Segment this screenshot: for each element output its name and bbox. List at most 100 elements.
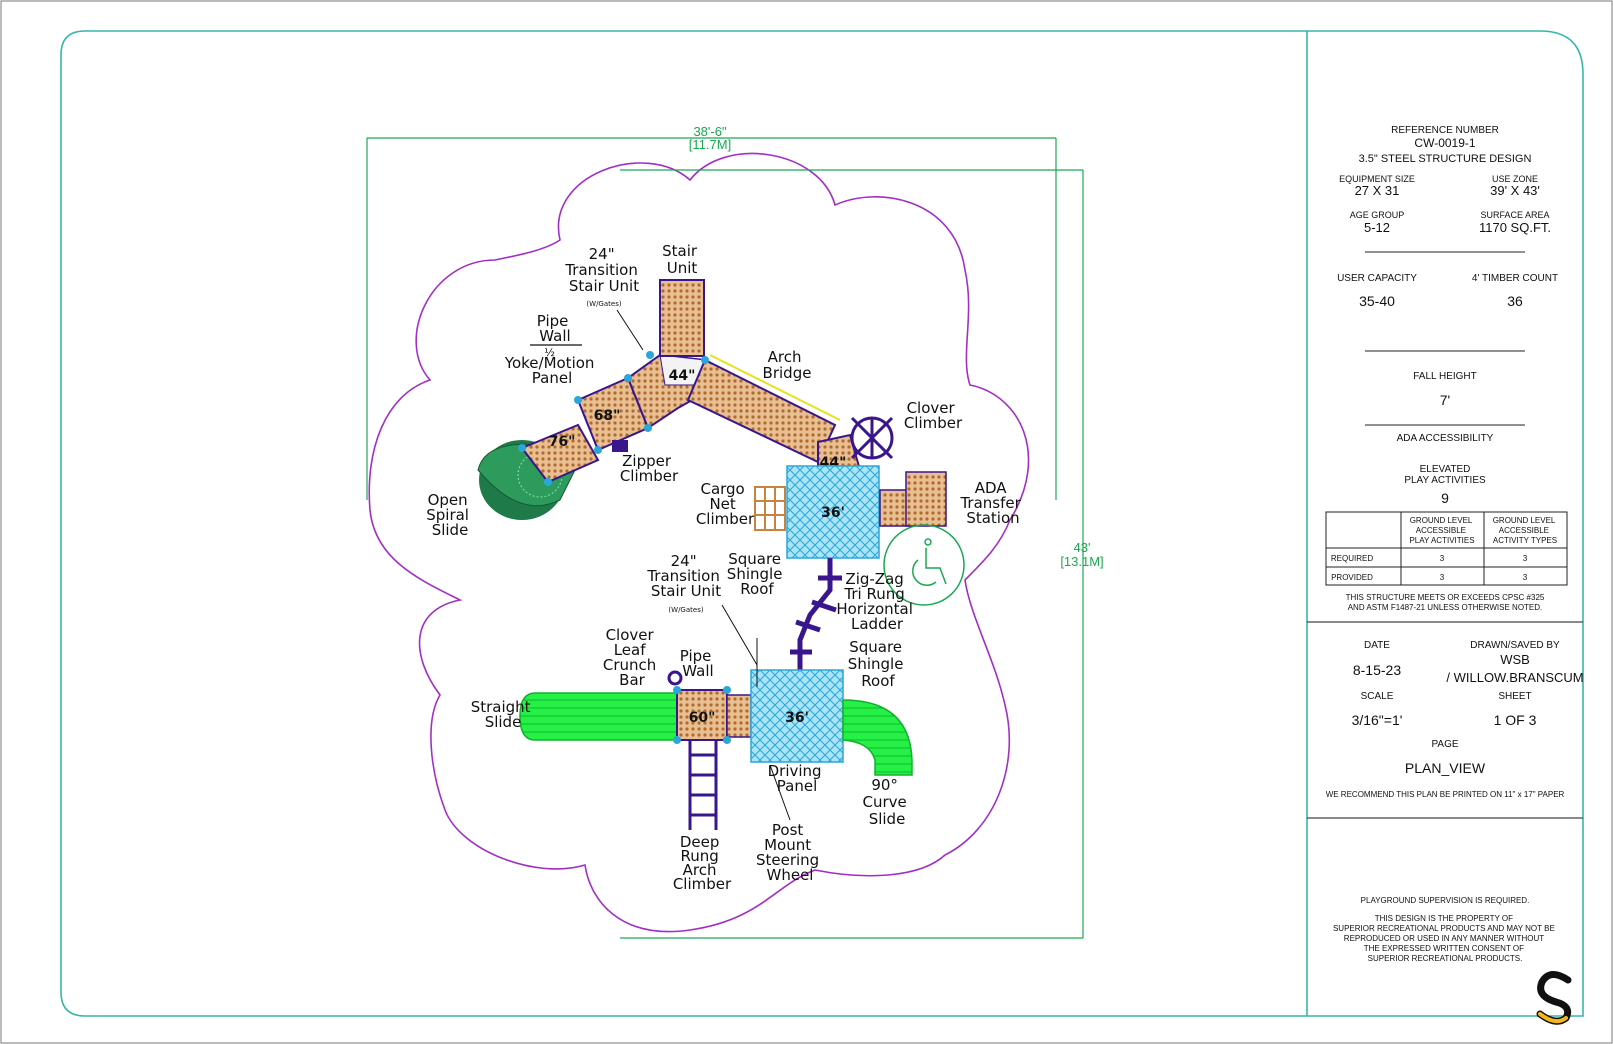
ada-transfer-station	[879, 471, 947, 527]
platform-44-top-label: 44"	[669, 368, 696, 384]
platform-36-bottom-label: 36'	[785, 710, 809, 726]
depth-dimension-label: 43'	[1074, 540, 1091, 555]
post-caps	[518, 351, 731, 744]
width-dimension-label: 38'-6"	[693, 124, 727, 139]
ada-accessible-icon	[883, 524, 965, 606]
square-roof-bottom: 36'	[750, 669, 844, 763]
zigzag-ladder	[790, 558, 842, 670]
structure-design: 3.5" STEEL STRUCTURE DESIGN	[1359, 153, 1532, 165]
drawn-by-label: DRAWN/SAVED BY	[1470, 640, 1560, 651]
ada-accessibility-label: ADA ACCESSIBILITY	[1397, 433, 1494, 444]
label-transition-stair-1-note: (W/Gates)	[586, 300, 621, 308]
user-capacity-value: 35-40	[1359, 293, 1395, 309]
clover-climber	[850, 416, 894, 460]
width-dimension	[366, 137, 1057, 500]
drawing-border	[60, 30, 1584, 1017]
fall-height-value: 7'	[1440, 392, 1450, 408]
property-notice: THIS DESIGN IS THE PROPERTY OF SUPERIOR …	[1333, 914, 1557, 963]
label-curve-slide: 90° Curve Slide	[862, 776, 911, 828]
platform-76: 76"	[520, 423, 600, 484]
label-square-roof-1: Square Shingle Roof	[727, 550, 787, 598]
table-col2-header: GROUND LEVEL ACCESSIBLE ACTIVITY TYPES	[1493, 516, 1558, 545]
elevated-value: 9	[1441, 490, 1449, 506]
platform-68-label: 68"	[594, 408, 621, 424]
platform-60: 60"	[676, 689, 728, 741]
sheet-label: SHEET	[1498, 691, 1531, 702]
depth-dimension	[620, 169, 1084, 939]
depth-dimension-metric: [13.1M]	[1060, 554, 1103, 569]
reference-number-label: REFERENCE NUMBER	[1391, 125, 1499, 136]
use-zone-label: USE ZONE	[1492, 174, 1538, 184]
elevated-label-2: PLAY ACTIVITIES	[1404, 475, 1486, 486]
page-label: PAGE	[1431, 739, 1458, 750]
label-ada-transfer: ADA Transfer Station	[959, 479, 1025, 527]
scale-label: SCALE	[1361, 691, 1394, 702]
surface-area-value: 1170 SQ.FT.	[1479, 220, 1551, 235]
scale-value: 3/16"=1'	[1352, 712, 1403, 728]
use-zone-value: 39' X 43'	[1490, 183, 1540, 198]
fall-height-label: FALL HEIGHT	[1413, 371, 1477, 382]
age-group-label: AGE GROUP	[1350, 210, 1405, 220]
sheet-value: 1 OF 3	[1494, 712, 1537, 728]
drawn-by-value-2: / WILLOW.BRANSCUM	[1446, 670, 1583, 685]
timber-count-value: 36	[1507, 293, 1523, 309]
stair-unit	[659, 279, 705, 357]
label-transition-stair-1: 24" Transition Stair Unit	[564, 245, 642, 295]
label-steering-wheel: Post Mount Steering Wheel	[756, 821, 824, 884]
table-cell: 3	[1440, 554, 1445, 563]
use-zone-outline	[368, 152, 1030, 933]
label-transition-stair-2-note: (W/Gates)	[668, 606, 703, 614]
table-cell: 3	[1440, 573, 1445, 582]
drawn-by-value-1: WSB	[1500, 652, 1530, 667]
label-transition-stair-2: 24" Transition Stair Unit	[646, 552, 724, 600]
label-open-spiral-slide: Open Spiral Slide	[426, 491, 474, 539]
width-dimension-metric: [11.7M]	[689, 137, 731, 152]
reference-number-value: CW-0019-1	[1414, 136, 1475, 150]
label-zipper-climber: Zipper Climber	[620, 452, 679, 485]
platform-60-label: 60"	[689, 710, 716, 726]
table-cell: 3	[1523, 573, 1528, 582]
platform-76-label: 76"	[549, 434, 576, 450]
label-clover-crunch-bar: Clover Leaf Crunch Bar	[603, 626, 661, 689]
equipment-size-value: 27 X 31	[1355, 183, 1400, 198]
age-group-value: 5-12	[1364, 220, 1390, 235]
date-label: DATE	[1364, 640, 1390, 651]
leader-lines	[616, 309, 791, 821]
label-pipe-wall-2: Pipe Wall	[680, 647, 716, 680]
label-cargo-net-climber: Cargo Net Climber	[696, 480, 755, 528]
table-row-label: REQUIRED	[1331, 554, 1373, 563]
supervision-note: PLAYGROUND SUPERVISION IS REQUIRED.	[1361, 896, 1530, 905]
square-roof-top: 36'	[786, 465, 880, 559]
table-cell: 3	[1523, 554, 1528, 563]
straight-slide	[519, 692, 683, 741]
label-stair-unit: Stair Unit	[662, 242, 702, 277]
transition-stair-unit-2	[726, 694, 752, 738]
page-value: PLAN_VIEW	[1405, 760, 1486, 776]
timber-count-label: 4' TIMBER COUNT	[1472, 273, 1558, 284]
print-note: WE RECOMMEND THIS PLAN BE PRINTED ON 11"…	[1326, 790, 1565, 799]
deep-rung-arch-climber	[688, 740, 718, 830]
platform-68: 68"	[576, 376, 650, 452]
cpsc-note-1: THIS STRUCTURE MEETS OR EXCEEDS CPSC #32…	[1346, 593, 1545, 602]
table-col1-header: GROUND LEVEL ACCESSIBLE PLAY ACTIVITIES	[1409, 516, 1474, 545]
accessibility-table	[1325, 511, 1568, 586]
label-pipe-wall-1: Pipe Wall	[537, 312, 573, 345]
superior-logo	[1536, 971, 1572, 1025]
table-row-label: PROVIDED	[1331, 573, 1373, 582]
surface-area-label: SURFACE AREA	[1480, 210, 1549, 220]
label-yoke-panel: ½ Yoke/Motion Panel	[504, 342, 599, 387]
label-zigzag-ladder: Zig-Zag Tri Rung Horizontal Ladder	[836, 570, 917, 633]
curve-slide	[842, 699, 913, 776]
cpsc-note-2: AND ASTM F1487-21 UNLESS OTHERWISE NOTED…	[1348, 603, 1543, 612]
equipment-size-label: EQUIPMENT SIZE	[1339, 174, 1415, 184]
label-square-roof-2: Square Shingle Roof	[848, 638, 908, 690]
date-value: 8-15-23	[1353, 662, 1401, 678]
label-clover-climber: Clover Climber	[904, 399, 963, 432]
title-block: REFERENCE NUMBER CW-0019-1 3.5" STEEL ST…	[1337, 125, 1558, 506]
label-driving-panel: Driving Panel	[768, 762, 827, 795]
user-capacity-label: USER CAPACITY	[1337, 273, 1417, 284]
clover-leaf-crunch-bar	[667, 670, 683, 686]
zipper-climber	[612, 440, 628, 452]
